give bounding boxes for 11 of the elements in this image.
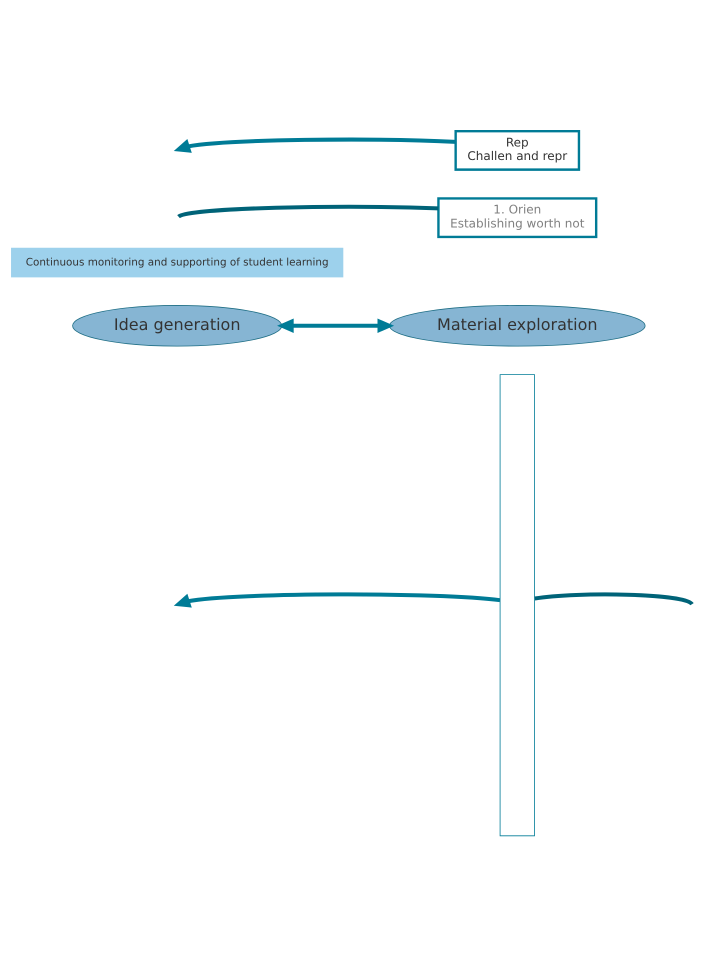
arrow — [174, 592, 500, 608]
node-box — [500, 374, 535, 836]
connector — [178, 204, 438, 218]
connector — [534, 592, 694, 606]
node-box: Continuous monitoring and supporting of student learning — [11, 247, 344, 277]
arrow — [174, 137, 456, 152]
node-ellipse: Material exploration — [389, 304, 646, 346]
node-box: Rep Challen and repr — [454, 130, 580, 170]
node-box: 1. Orien Establishing worth not — [437, 196, 598, 238]
arrow — [277, 318, 394, 333]
node-ellipse: Idea generation — [72, 304, 282, 346]
